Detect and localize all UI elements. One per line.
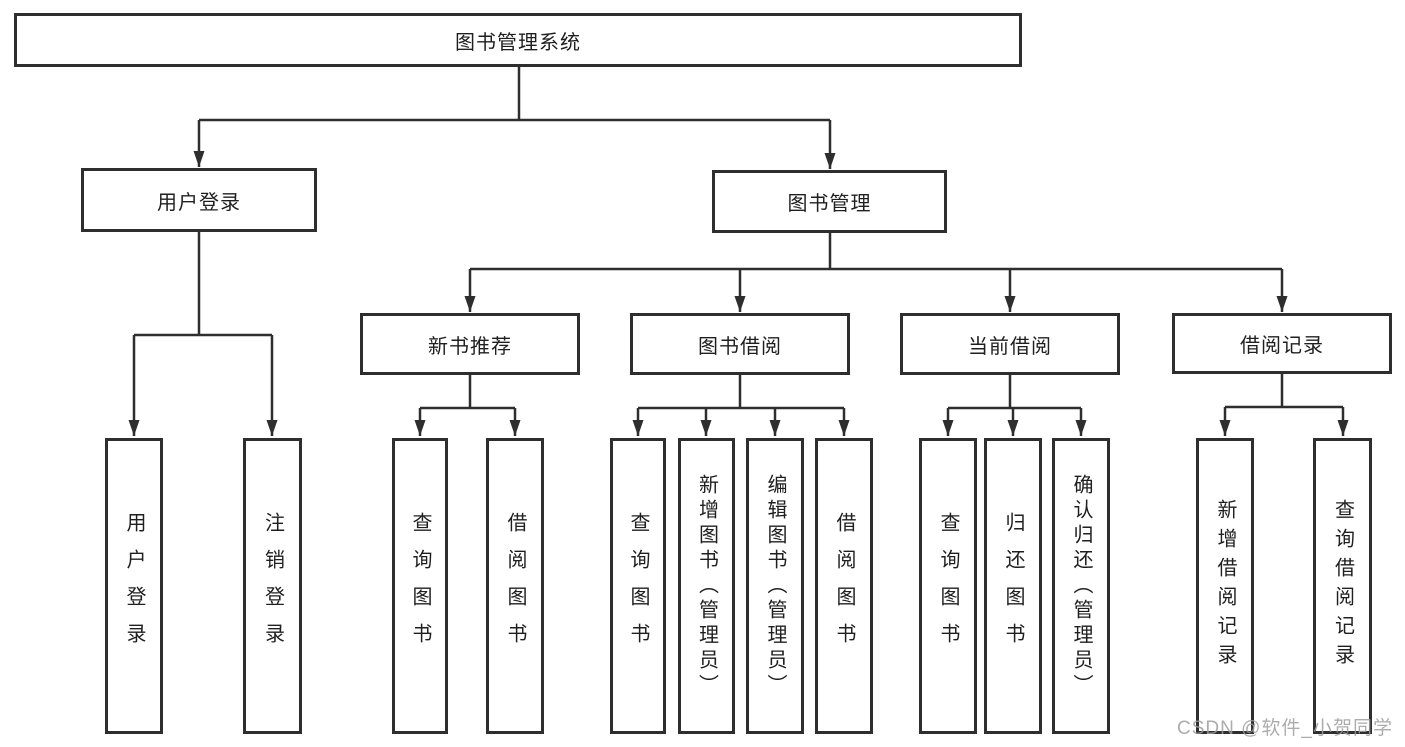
leaf-add-borrow-record-label: 新增借阅记录 [1214, 499, 1236, 673]
leaf-borrow-books-1-label: 借阅图书 [504, 512, 526, 660]
leaf-query-books-1-label: 查询图书 [409, 512, 431, 660]
leaf-return-books: 归还图书 [984, 438, 1042, 734]
node-book-borrow: 图书借阅 [630, 313, 850, 375]
leaf-add-borrow-record: 新增借阅记录 [1196, 438, 1254, 734]
leaf-return-books-label: 归还图书 [1002, 512, 1024, 660]
leaf-borrow-books-2: 借阅图书 [815, 438, 873, 734]
leaf-query-books-2-label: 查询图书 [627, 512, 649, 660]
leaf-borrow-books-1: 借阅图书 [486, 438, 544, 734]
watermark-text: CSDN @软件_小贺同学 [1177, 718, 1393, 739]
leaf-add-books-admin: 新增图书（管理员） [678, 438, 735, 734]
node-current-borrow: 当前借阅 [900, 313, 1120, 375]
node-root: 图书管理系统 [14, 13, 1022, 67]
leaf-confirm-return-admin-label: 确认归还（管理员） [1070, 473, 1092, 699]
node-root-label: 图书管理系统 [455, 31, 581, 54]
node-current-borrow-label: 当前借阅 [968, 335, 1052, 358]
leaf-user-login: 用户登录 [105, 438, 163, 734]
leaf-query-books-3-label: 查询图书 [937, 512, 959, 660]
node-book-borrow-label: 图书借阅 [698, 335, 782, 358]
leaf-query-borrow-record-label: 查询借阅记录 [1331, 499, 1354, 673]
node-new-book-recommend: 新书推荐 [360, 313, 580, 375]
leaf-query-books-1: 查询图书 [392, 438, 448, 734]
leaf-add-books-admin-label: 新增图书（管理员） [695, 473, 718, 699]
leaf-borrow-books-2-label: 借阅图书 [833, 512, 855, 660]
leaf-query-borrow-record: 查询借阅记录 [1313, 438, 1372, 734]
node-book-management: 图书管理 [712, 170, 947, 233]
leaf-logout-label: 注销登录 [261, 512, 284, 660]
leaf-query-books-3: 查询图书 [919, 438, 977, 734]
node-borrow-records: 借阅记录 [1172, 313, 1392, 374]
leaf-user-login-label: 用户登录 [123, 512, 145, 660]
leaf-edit-books-admin: 编辑图书（管理员） [746, 438, 804, 734]
leaf-query-books-2: 查询图书 [610, 438, 666, 734]
leaf-edit-books-admin-label: 编辑图书（管理员） [764, 473, 786, 699]
node-user-login: 用户登录 [81, 168, 317, 232]
node-new-book-recommend-label: 新书推荐 [428, 335, 512, 358]
node-book-management-label: 图书管理 [787, 193, 872, 215]
node-borrow-records-label: 借阅记录 [1240, 335, 1324, 357]
leaf-confirm-return-admin: 确认归还（管理员） [1052, 438, 1110, 734]
node-user-login-label: 用户登录 [157, 191, 241, 214]
leaf-logout: 注销登录 [243, 438, 302, 734]
